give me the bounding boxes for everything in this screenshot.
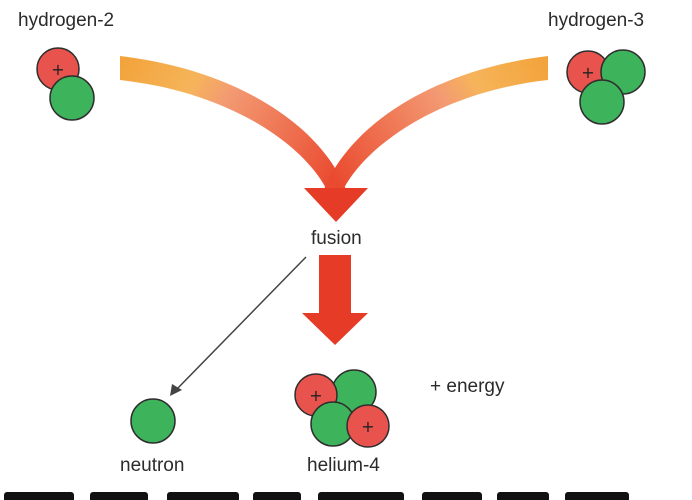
- free-neutron: [130, 398, 176, 444]
- fusion-arrowhead-top: [304, 188, 368, 222]
- cropped-caption-strip: [0, 488, 692, 500]
- hydrogen-2-nucleus: +: [36, 47, 95, 121]
- helium-4-nucleus: + +: [294, 369, 390, 448]
- neutron: [49, 75, 95, 121]
- neutron: [579, 79, 625, 125]
- fusion-label: fusion: [311, 228, 362, 249]
- right-curved-arrow-band: [323, 56, 548, 192]
- hydrogen-2-label: hydrogen-2: [18, 10, 115, 31]
- hydrogen-3-nucleus: +: [566, 49, 646, 125]
- proton-plus-sign: +: [51, 60, 64, 79]
- proton-plus-sign: +: [581, 63, 594, 82]
- fusion-arrowhead-bottom: [302, 313, 368, 345]
- neutron-label: neutron: [120, 455, 185, 476]
- neutron-emission-arrowhead: [170, 384, 182, 396]
- proton: [346, 404, 390, 448]
- left-curved-arrow-band: [120, 56, 347, 192]
- fusion-arrow-shaft: [319, 255, 351, 315]
- hydrogen-3-label: hydrogen-3: [548, 10, 645, 31]
- proton-plus-sign: +: [361, 417, 374, 436]
- energy-label: + energy: [430, 376, 505, 397]
- proton-plus-sign: +: [309, 386, 322, 405]
- neutron-emission-line: [175, 256, 307, 391]
- helium-4-label: helium-4: [307, 455, 380, 476]
